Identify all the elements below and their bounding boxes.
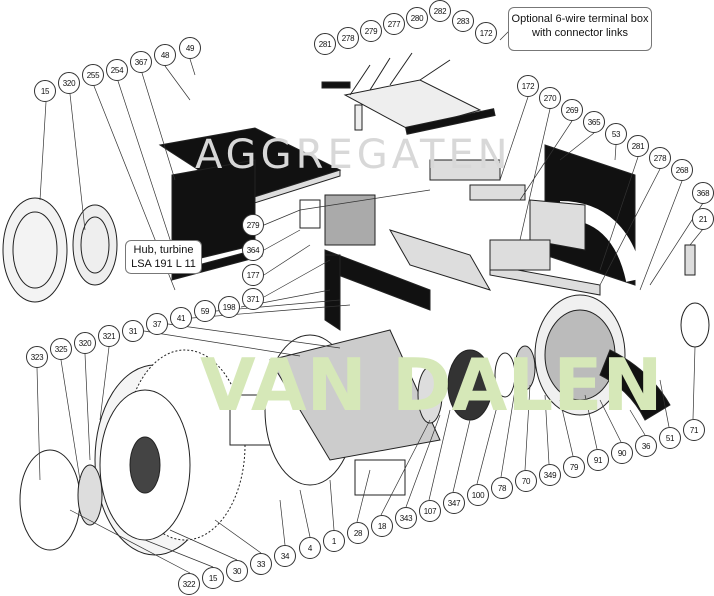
callout: 343 <box>395 507 417 529</box>
callout: 41 <box>170 307 192 329</box>
callout: 277 <box>383 13 405 35</box>
callout: 79 <box>563 456 585 478</box>
callout: 49 <box>179 37 201 59</box>
callout: 198 <box>218 296 240 318</box>
callout: 31 <box>122 320 144 342</box>
note-line: Optional 6-wire terminal box <box>511 13 649 25</box>
callout: 278 <box>337 27 359 49</box>
callout: 321 <box>98 325 120 347</box>
callout: 15 <box>34 80 56 102</box>
note-line: with connector links <box>532 27 628 39</box>
callout: 281 <box>627 135 649 157</box>
callout: 51 <box>659 427 681 449</box>
callout: 91 <box>587 449 609 471</box>
callout: 33 <box>250 553 272 575</box>
callout: 365 <box>583 111 605 133</box>
note-line: LSA 191 L 11 <box>131 258 196 270</box>
callout: 371 <box>242 288 264 310</box>
callout: 347 <box>443 492 465 514</box>
callout: 177 <box>242 264 264 286</box>
callout: 269 <box>561 99 583 121</box>
callout: 4 <box>299 537 321 559</box>
callout: 320 <box>58 72 80 94</box>
terminal-cover <box>158 127 342 281</box>
callout: 90 <box>611 442 633 464</box>
callout: 30 <box>226 560 248 582</box>
callout: 172 <box>475 22 497 44</box>
callout: 270 <box>539 87 561 109</box>
regulator <box>299 194 431 331</box>
callout: 323 <box>26 346 48 368</box>
callout: 59 <box>194 300 216 322</box>
callout: 283 <box>452 10 474 32</box>
callout: 48 <box>154 44 176 66</box>
callout: 280 <box>406 7 428 29</box>
callout: 78 <box>491 477 513 499</box>
callout: 70 <box>515 470 537 492</box>
generator-body <box>19 329 441 556</box>
callout: 36 <box>635 435 657 457</box>
callout: 367 <box>130 51 152 73</box>
callout: 349 <box>539 464 561 486</box>
callout: 279 <box>242 214 264 236</box>
callout: 254 <box>106 59 128 81</box>
callout: 107 <box>419 500 441 522</box>
callout: 172 <box>517 75 539 97</box>
callout: 281 <box>314 33 336 55</box>
callout: 15 <box>202 567 224 589</box>
callout: 1 <box>323 530 345 552</box>
note-line: Hub, turbine <box>133 244 194 256</box>
callout: 279 <box>360 20 382 42</box>
callout: 282 <box>429 0 451 22</box>
callout: 322 <box>178 573 200 595</box>
terminal-box-note: Optional 6-wire terminal box with connec… <box>508 7 652 51</box>
callout: 320 <box>74 332 96 354</box>
callout: 325 <box>50 338 72 360</box>
fan <box>2 197 118 303</box>
callout: 71 <box>683 419 705 441</box>
brackets <box>388 159 601 296</box>
callout: 278 <box>649 147 671 169</box>
callout: 37 <box>146 313 168 335</box>
exciter-parts <box>417 244 710 424</box>
callout: 255 <box>82 64 104 86</box>
callout: 53 <box>605 123 627 145</box>
callout: 268 <box>671 159 693 181</box>
hub-note: Hub, turbine LSA 191 L 11 <box>125 240 202 274</box>
callout: 21 <box>692 208 714 230</box>
terminal-links <box>321 52 496 135</box>
callout: 34 <box>274 545 296 567</box>
callout: 368 <box>692 182 714 204</box>
callout: 100 <box>467 484 489 506</box>
callout: 364 <box>242 239 264 261</box>
side-plate <box>529 144 644 286</box>
callout: 28 <box>347 522 369 544</box>
callout: 18 <box>371 515 393 537</box>
